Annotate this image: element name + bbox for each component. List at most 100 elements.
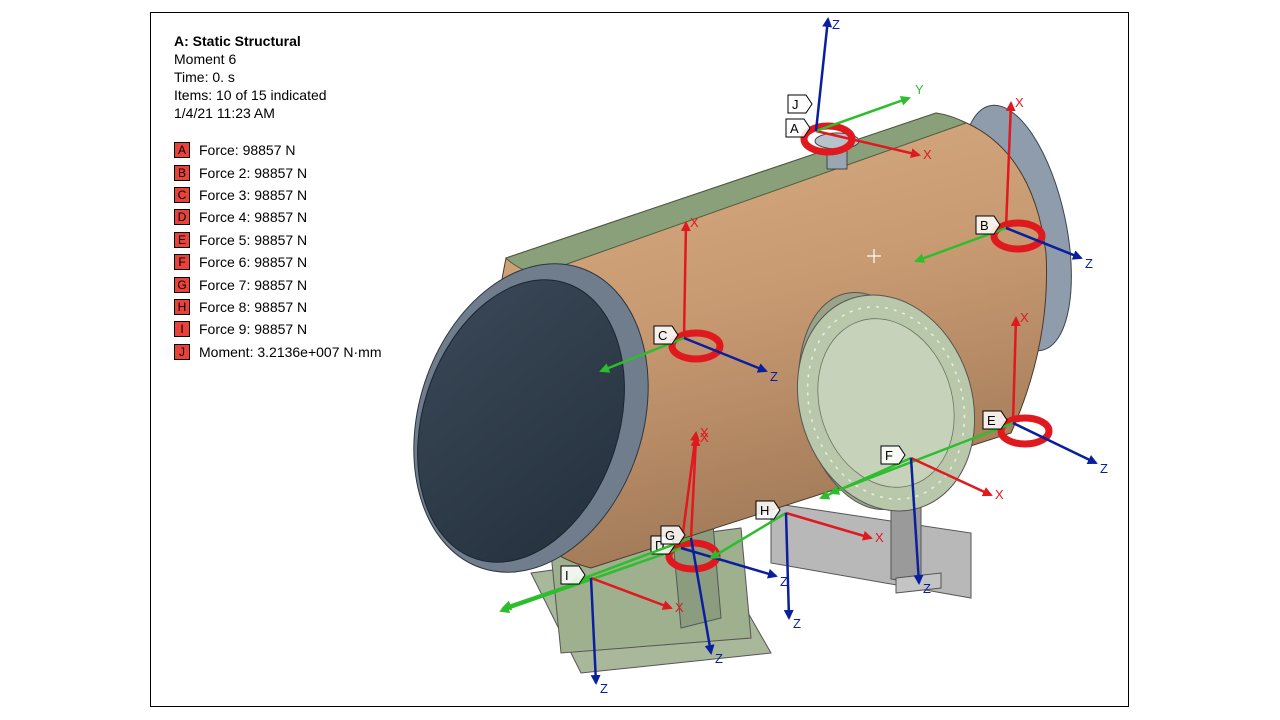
z-axis-label: Z <box>770 369 778 384</box>
x-axis-arrow <box>785 511 873 541</box>
shell-top-band <box>505 112 968 276</box>
x-axis-arrow <box>679 431 700 549</box>
x-axis-arrow <box>689 436 701 539</box>
legend-item[interactable]: J Moment: 3.2136e+007 N·mm <box>174 341 381 363</box>
result-info: A: Static Structural Moment 6 Time: 0. s… <box>174 32 327 122</box>
load-tag <box>880 445 906 465</box>
z-axis-label: Z <box>832 17 840 32</box>
z-axis-arrow <box>689 537 715 655</box>
z-axis-arrow <box>783 512 794 620</box>
load-triad-g[interactable]: XZG <box>569 430 723 666</box>
legend-key: J <box>174 343 190 360</box>
load-triad-a[interactable]: X Z Y A <box>785 17 932 162</box>
load-legend: A Force: 98857 N B Force 2: 98857 N C Force… <box>174 139 381 363</box>
result-name: Moment 6 <box>174 51 237 67</box>
z-axis-arrow <box>814 17 833 132</box>
x-axis-arrow <box>1010 316 1021 424</box>
x-axis-arrow <box>680 221 691 339</box>
cursor-crosshair-icon <box>867 249 881 263</box>
load-tag-label: E <box>987 413 996 428</box>
legend-label: Force: 98857 N <box>199 142 296 159</box>
load-tag <box>755 500 781 520</box>
legend-label: Force 8: 98857 N <box>199 298 308 315</box>
legend-label: Force 3: 98857 N <box>199 186 308 203</box>
legend-label: Force 9: 98857 N <box>199 321 308 338</box>
legend-item[interactable]: B Force 2: 98857 N <box>174 161 381 183</box>
legend-label: Force 6: 98857 N <box>199 254 308 271</box>
z-axis-label: Z <box>793 616 801 631</box>
legend-label: Force 2: 98857 N <box>199 164 308 181</box>
z-axis-arrow <box>680 546 778 579</box>
x-axis-label: X <box>675 600 684 615</box>
x-axis-label: X <box>700 425 709 440</box>
y-axis-arrow <box>819 456 912 500</box>
x-axis-label: X <box>995 487 1004 502</box>
z-axis-arrow <box>1005 226 1083 260</box>
load-triad-f[interactable]: X Z F <box>819 445 1004 596</box>
load-tag <box>975 215 1001 235</box>
load-tag-label: A <box>790 121 799 136</box>
load-tag <box>653 325 679 345</box>
load-triad-j[interactable]: J <box>787 94 813 114</box>
load-tag <box>785 118 811 138</box>
legend-key: F <box>174 254 190 271</box>
load-tag-label: C <box>658 328 667 343</box>
legend-item[interactable]: F Force 6: 98857 N <box>174 251 381 273</box>
x-axis-arrow <box>815 129 921 159</box>
front-head <box>413 263 649 573</box>
x-axis-arrow <box>910 456 993 497</box>
load-tag <box>982 410 1008 430</box>
x-axis-arrow <box>590 576 673 610</box>
load-triad-i[interactable]: X Z I <box>501 565 684 696</box>
result-date: 1/4/21 11:23 AM <box>174 105 275 121</box>
y-axis-arrow <box>569 536 692 585</box>
legend-key: B <box>174 164 190 181</box>
legend-item[interactable]: A Force: 98857 N <box>174 139 381 161</box>
legend-item[interactable]: I Force 9: 98857 N <box>174 318 381 340</box>
load-tag-label: I <box>565 568 569 583</box>
x-axis-arrow <box>1004 101 1016 229</box>
legend-item[interactable]: C Force 3: 98857 N <box>174 184 381 206</box>
x-axis-label: X <box>875 530 884 545</box>
load-triad-b[interactable]: XZB <box>914 95 1093 271</box>
legend-key: D <box>174 209 190 226</box>
load-triad-c[interactable]: X Z C <box>599 215 778 384</box>
load-tag <box>660 525 686 545</box>
legend-label: Force 5: 98857 N <box>199 231 308 248</box>
z-axis-label: Z <box>715 651 723 666</box>
z-axis-label: Z <box>1100 461 1108 476</box>
legend-key: A <box>174 142 190 159</box>
load-tag-label: H <box>760 503 769 518</box>
result-time: Time: 0. s <box>174 69 235 85</box>
x-axis-label: X <box>923 147 932 162</box>
z-axis-arrow <box>683 336 768 373</box>
legend-label: Force 4: 98857 N <box>199 209 308 226</box>
legend-key: C <box>174 186 190 203</box>
z-axis-label: Z <box>600 681 608 696</box>
x-axis-label: X <box>1020 310 1029 325</box>
legend-key: I <box>174 321 190 338</box>
load-tag-label: D <box>655 538 664 553</box>
x-axis-label: X <box>690 215 699 230</box>
load-tag-label: F <box>885 448 893 463</box>
load-tag <box>787 94 813 114</box>
moment-ring <box>997 414 1053 448</box>
load-triad-h[interactable]: X Z H <box>709 500 884 631</box>
z-axis-arrow <box>1012 421 1098 465</box>
legend-label: Force 7: 98857 N <box>199 276 308 293</box>
legend-item[interactable]: D Force 4: 98857 N <box>174 206 381 228</box>
legend-label: Moment: 3.2136e+007 N·mm <box>199 343 382 360</box>
z-axis-label: Z <box>923 581 931 596</box>
y-axis-arrow <box>709 511 787 560</box>
items-indicated: Items: 10 of 15 indicated <box>174 87 327 103</box>
y-axis-label: Y <box>915 82 924 97</box>
moment-ring <box>668 329 724 363</box>
z-axis-label: Z <box>780 574 788 589</box>
legend-item[interactable]: E Force 5: 98857 N <box>174 229 381 251</box>
legend-key: E <box>174 231 190 248</box>
moment-ring <box>990 219 1046 253</box>
